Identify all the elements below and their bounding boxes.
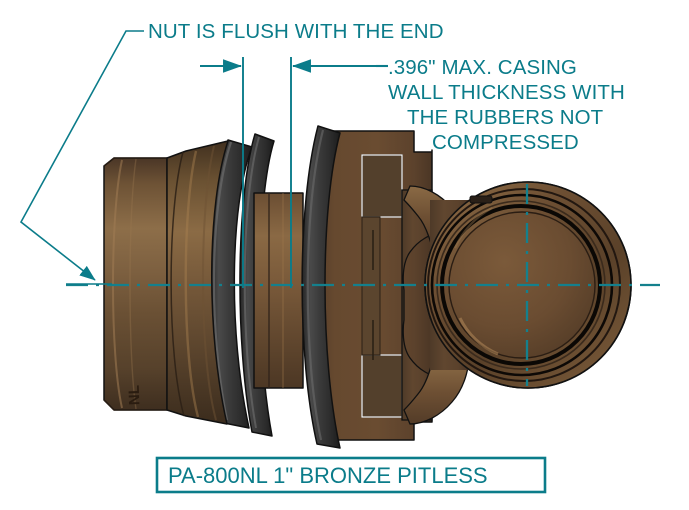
casing-note-line-4: COMPRESSED <box>432 131 579 154</box>
spacer-collar <box>253 192 304 389</box>
title-block-text: PA-800NL 1" BRONZE PITLESS <box>168 463 488 488</box>
dimension-casing-wall <box>290 57 388 288</box>
casing-note-line-2: WALL THICKNESS WITH <box>388 81 625 104</box>
part-assembly: NL <box>103 125 632 449</box>
nut-note-leader <box>19 30 144 285</box>
casing-note-text: .396" MAX. CASING WALL THICKNESS WITH TH… <box>388 56 625 154</box>
threaded-body <box>166 140 229 425</box>
nut-marking-nl: NL <box>126 385 144 406</box>
outlet-port <box>403 181 632 425</box>
title-block: PA-800NL 1" BRONZE PITLESS <box>155 456 547 494</box>
dimension-nut-flush <box>200 57 244 288</box>
nut-note-text: NUT IS FLUSH WITH THE END <box>148 20 444 43</box>
svg-text:NL: NL <box>126 385 144 406</box>
casing-note-line-1: .396" MAX. CASING <box>388 56 577 79</box>
casing-note-line-3: THE RUBBERS NOT <box>407 106 604 129</box>
title-block-border <box>155 456 547 494</box>
